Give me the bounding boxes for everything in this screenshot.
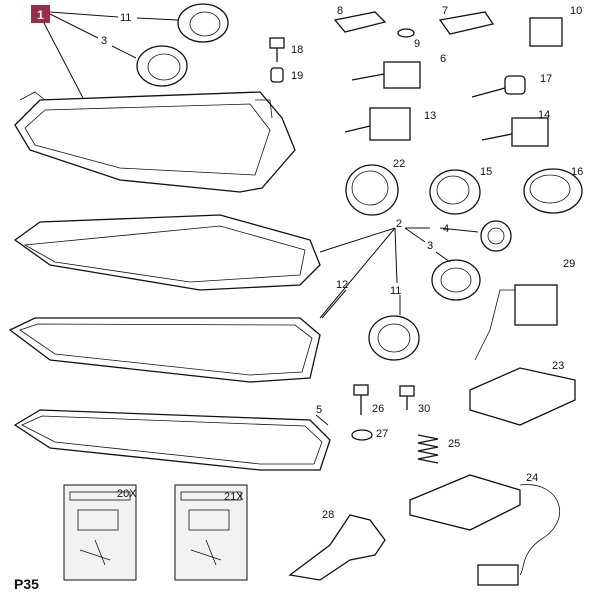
relay-10[interactable]: [529, 17, 563, 47]
callout-27: 27: [376, 428, 388, 440]
control-unit-23[interactable]: [469, 367, 576, 426]
callout-13: 13: [424, 110, 436, 122]
callout-12: 12: [336, 279, 348, 291]
callout-23: 23: [552, 360, 564, 372]
callout-18: 18: [291, 44, 303, 56]
leader-lines: [43, 11, 479, 426]
callout-30: 30: [418, 403, 430, 415]
callout-4: 4: [443, 223, 449, 235]
bolt-30[interactable]: [399, 385, 415, 410]
callout-3-mid: 3: [427, 240, 433, 252]
bolt-18[interactable]: [269, 37, 285, 62]
repair-kit-bag-20x[interactable]: [63, 484, 137, 581]
ring-16[interactable]: [523, 168, 583, 214]
callout-14: 14: [538, 109, 550, 121]
ring-3-mid[interactable]: [431, 259, 481, 301]
main-callout-label: 1: [37, 8, 44, 22]
callout-22: 22: [393, 158, 405, 170]
callout-17: 17: [540, 73, 552, 85]
callout-9: 9: [414, 38, 420, 50]
callout-11-mid: 11: [390, 285, 401, 297]
ring-15[interactable]: [429, 169, 481, 215]
ring-3-top[interactable]: [136, 45, 188, 87]
callout-3: 3: [101, 35, 107, 47]
callout-15: 15: [480, 166, 492, 178]
callout-25: 25: [448, 438, 460, 450]
bulb-holder-6[interactable]: [351, 61, 421, 89]
module-29[interactable]: [474, 284, 558, 361]
callout-5: 5: [316, 404, 322, 416]
callout-19: 19: [291, 70, 303, 82]
callout-10: 10: [570, 5, 582, 17]
callout-7: 7: [442, 5, 448, 17]
bulb-17[interactable]: [471, 75, 526, 98]
bulb-8[interactable]: [333, 11, 387, 33]
callout-24: 24: [526, 472, 538, 484]
callout-8: 8: [337, 5, 343, 17]
bulb-7[interactable]: [438, 11, 495, 35]
callout-21x: 21X: [224, 491, 244, 503]
ring-11-mid[interactable]: [368, 315, 420, 361]
headlamp-assembly-1[interactable]: [14, 91, 296, 193]
bulb-holder-14[interactable]: [481, 117, 549, 147]
nut-19[interactable]: [270, 67, 284, 83]
repair-kit-bag-21x[interactable]: [174, 484, 248, 581]
callout-2: 2: [396, 218, 402, 230]
clip-27[interactable]: [351, 429, 373, 441]
screw-26[interactable]: [353, 384, 369, 415]
seal-12[interactable]: [8, 317, 321, 383]
main-callout-box[interactable]: [31, 5, 50, 23]
callout-11: 11: [120, 12, 131, 24]
bulb-socket-4[interactable]: [480, 220, 512, 252]
callout-28: 28: [322, 509, 334, 521]
bulb-holder-13[interactable]: [344, 107, 411, 141]
callout-16: 16: [571, 166, 583, 178]
callout-20x: 20X: [117, 488, 137, 500]
spring-25[interactable]: [417, 434, 439, 464]
bracket-28[interactable]: [288, 514, 386, 581]
page-code: P35: [14, 576, 39, 592]
levelling-motor-24[interactable]: [409, 474, 560, 586]
callout-26: 26: [372, 403, 384, 415]
lens-5[interactable]: [13, 409, 331, 471]
ring-11-top[interactable]: [177, 3, 229, 43]
ring-22[interactable]: [345, 164, 399, 216]
headlamp-lens-housing[interactable]: [13, 214, 321, 291]
callout-6: 6: [440, 53, 446, 65]
callout-29: 29: [563, 258, 575, 270]
bulb-9[interactable]: [397, 28, 415, 38]
